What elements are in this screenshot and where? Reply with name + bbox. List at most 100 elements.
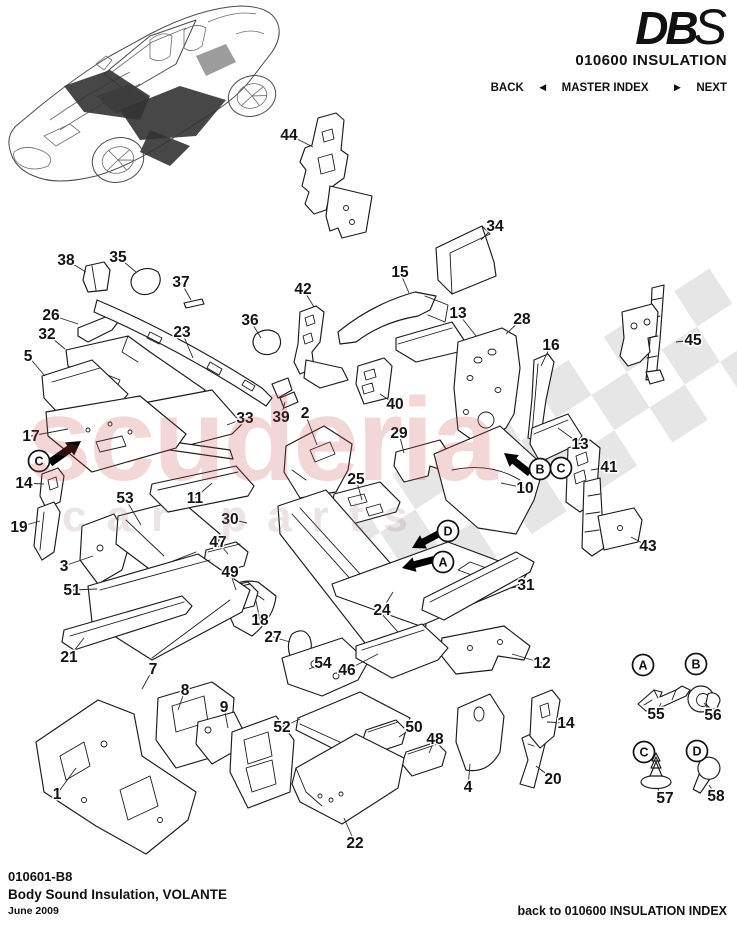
- leader-line: [355, 478, 363, 501]
- section-title: 010600 INSULATION: [575, 52, 727, 69]
- pointer-arrow: [504, 453, 533, 477]
- checker-cell: [649, 384, 708, 443]
- part-callout-51: 51: [63, 582, 81, 599]
- circled-letter-A: A: [631, 653, 655, 677]
- part-callout-36: 36: [241, 312, 259, 329]
- leader-line: [288, 134, 314, 148]
- svg-text:A: A: [438, 555, 447, 569]
- circled-letter-A: A: [431, 550, 455, 574]
- part-callout-5: 5: [24, 348, 33, 365]
- part-callout-37: 37: [172, 274, 189, 291]
- leader-line: [302, 288, 315, 308]
- dbs-logo-db: DB: [635, 2, 698, 54]
- leader-line: [50, 314, 79, 325]
- part-callout-20: 20: [544, 771, 561, 788]
- circled-letter-C: C: [27, 449, 51, 473]
- leader-line: [505, 318, 523, 335]
- next-arrow-icon: ►: [671, 82, 684, 94]
- grommet-fastener-icon: [687, 685, 721, 713]
- svg-text:B: B: [691, 657, 700, 671]
- part-callout-32: 32: [38, 326, 55, 343]
- part-callout-29: 29: [390, 425, 408, 442]
- part-callout-3: 3: [60, 558, 69, 575]
- leader-line: [18, 520, 41, 528]
- circled-letter-B: B: [684, 652, 708, 676]
- svg-text:D: D: [443, 524, 452, 538]
- leader-line: [272, 636, 291, 643]
- checker-cell: [674, 268, 733, 327]
- leader-line: [656, 787, 666, 799]
- part-callout-35: 35: [109, 249, 127, 266]
- part-callout-13: 13: [449, 305, 467, 322]
- leader-line: [708, 784, 717, 797]
- leader-line: [480, 225, 496, 241]
- part-callout-19: 19: [10, 519, 28, 536]
- leader-line: [229, 571, 237, 591]
- checker-cell: [719, 338, 737, 397]
- part-callout-1: 1: [53, 786, 62, 803]
- part-callout-25: 25: [347, 471, 365, 488]
- part-callout-34: 34: [486, 218, 504, 235]
- leader-line: [23, 482, 45, 485]
- dbs-logo: DBS: [471, 2, 727, 52]
- part-callout-4: 4: [464, 779, 473, 796]
- part-callout-54: 54: [314, 655, 332, 672]
- part-callout-47: 47: [209, 534, 226, 551]
- circled-letter-C: C: [549, 456, 573, 480]
- leader-line: [398, 432, 405, 454]
- part-callout-22: 22: [346, 835, 363, 852]
- leader-line: [27, 355, 46, 377]
- leader-line: [223, 706, 229, 729]
- leader-line: [71, 588, 98, 591]
- part-callout-8: 8: [181, 682, 190, 699]
- leader-line: [181, 331, 194, 359]
- leader-line: [457, 312, 477, 337]
- publication-date: June 2009: [8, 904, 59, 917]
- part-callout-57: 57: [656, 790, 673, 807]
- leader-line: [540, 344, 552, 367]
- back-to-index-link[interactable]: back to 010600 INSULATION INDEX: [517, 904, 727, 918]
- leader-line: [655, 702, 662, 715]
- leader-line: [428, 738, 436, 754]
- leader-line: [500, 482, 526, 489]
- part-callout-14: 14: [15, 475, 33, 492]
- nav-back-link[interactable]: BACK ◄: [490, 82, 549, 94]
- pointer-arrow: [47, 441, 81, 467]
- part-callout-30: 30: [221, 511, 238, 528]
- nav-next-link[interactable]: ► NEXT: [671, 82, 727, 94]
- part-callout-2: 2: [301, 405, 310, 422]
- part-callout-9: 9: [220, 699, 229, 716]
- part-callout-44: 44: [280, 127, 298, 144]
- part-callout-50: 50: [405, 719, 422, 736]
- back-arrow-icon: ◄: [537, 82, 549, 94]
- catalog-nav: BACK ◄ MASTER INDEX ► NEXT: [471, 82, 727, 94]
- part-callout-45: 45: [684, 332, 702, 349]
- circled-letter-C: C: [632, 740, 656, 764]
- leader-line: [229, 518, 248, 524]
- part-callout-56: 56: [704, 707, 722, 724]
- circled-letter-D: D: [436, 519, 460, 543]
- leader-line: [280, 401, 286, 418]
- dbs-logo-s: S: [693, 0, 727, 55]
- part-callout-27: 27: [264, 629, 281, 646]
- leader-line: [346, 653, 379, 671]
- leader-line: [249, 319, 262, 339]
- leader-line: [381, 591, 394, 611]
- leader-line: [630, 536, 649, 547]
- circled-letter-B: B: [528, 457, 552, 481]
- svg-text:B: B: [535, 462, 544, 476]
- part-callout-11: 11: [187, 490, 204, 507]
- part-callout-14: 14: [557, 715, 575, 732]
- part-callout-39: 39: [272, 409, 290, 426]
- part-shapes: [33, 112, 721, 855]
- clip-fastener-icon: [637, 685, 691, 712]
- svg-text:A: A: [638, 658, 647, 672]
- nav-master-index-link[interactable]: MASTER INDEX: [561, 82, 649, 94]
- leader-line: [63, 555, 94, 567]
- leader-line: [308, 662, 324, 670]
- leader-line: [30, 428, 69, 437]
- leader-line: [535, 765, 554, 780]
- leader-line: [217, 541, 229, 555]
- leader-line: [510, 584, 527, 589]
